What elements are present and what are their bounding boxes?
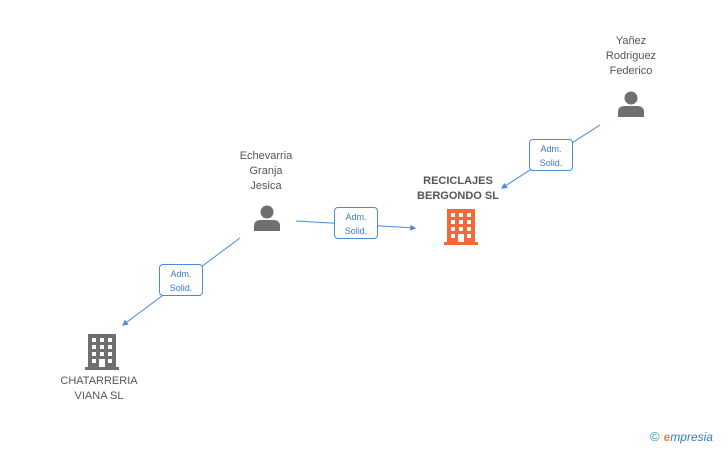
building-icon[interactable] (444, 209, 478, 245)
relation-badge-yanez-reciclajes[interactable]: Adm. Solid. (529, 139, 573, 171)
relation-type: Solid. (169, 283, 193, 293)
relation-role: Adm. (345, 212, 367, 222)
brand-name: mpresia (670, 430, 713, 444)
person-icon[interactable] (253, 204, 281, 232)
chatarreria-name-line-2: VIANA SL (74, 390, 124, 402)
echevarria-name-line-1: Echevarria (239, 150, 293, 162)
relation-role: Adm. (170, 269, 192, 279)
chatarreria-name-line-1: CHATARRERIA (60, 375, 138, 387)
copyright-symbol: © (650, 429, 660, 444)
building-icon[interactable] (85, 334, 119, 370)
echevarria-name-line-3: Jesica (250, 180, 282, 192)
brand-e-logo: e (663, 430, 671, 444)
yanez-name-line-2: Rodriguez (605, 50, 657, 62)
reciclajes-name-line-1: RECICLAJES (423, 175, 493, 187)
reciclajes-name-line-2: BERGONDO SL (417, 190, 499, 202)
relation-badge-echevarria-reciclajes[interactable]: Adm. Solid. (334, 207, 378, 239)
company-label-chatarreria[interactable]: CHATARRERIA VIANA SL (50, 374, 148, 404)
relation-type: Solid. (539, 158, 563, 168)
empresia-watermark: ©empresia (650, 429, 713, 444)
relation-role: Adm. (540, 144, 562, 154)
person-label-echevarria[interactable]: Echevarria Granja Jesica (228, 149, 304, 194)
relation-type: Solid. (344, 226, 368, 236)
yanez-name-line-3: Federico (609, 65, 653, 77)
echevarria-name-line-2: Granja (249, 165, 283, 177)
company-label-reciclajes[interactable]: RECICLAJES BERGONDO SL (408, 174, 508, 204)
yanez-name-line-1: Yañez (615, 35, 647, 47)
person-label-yanez[interactable]: Yañez Rodriguez Federico (600, 34, 662, 79)
person-icon[interactable] (617, 90, 645, 118)
relation-badge-echevarria-chatarreria[interactable]: Adm. Solid. (159, 264, 203, 296)
